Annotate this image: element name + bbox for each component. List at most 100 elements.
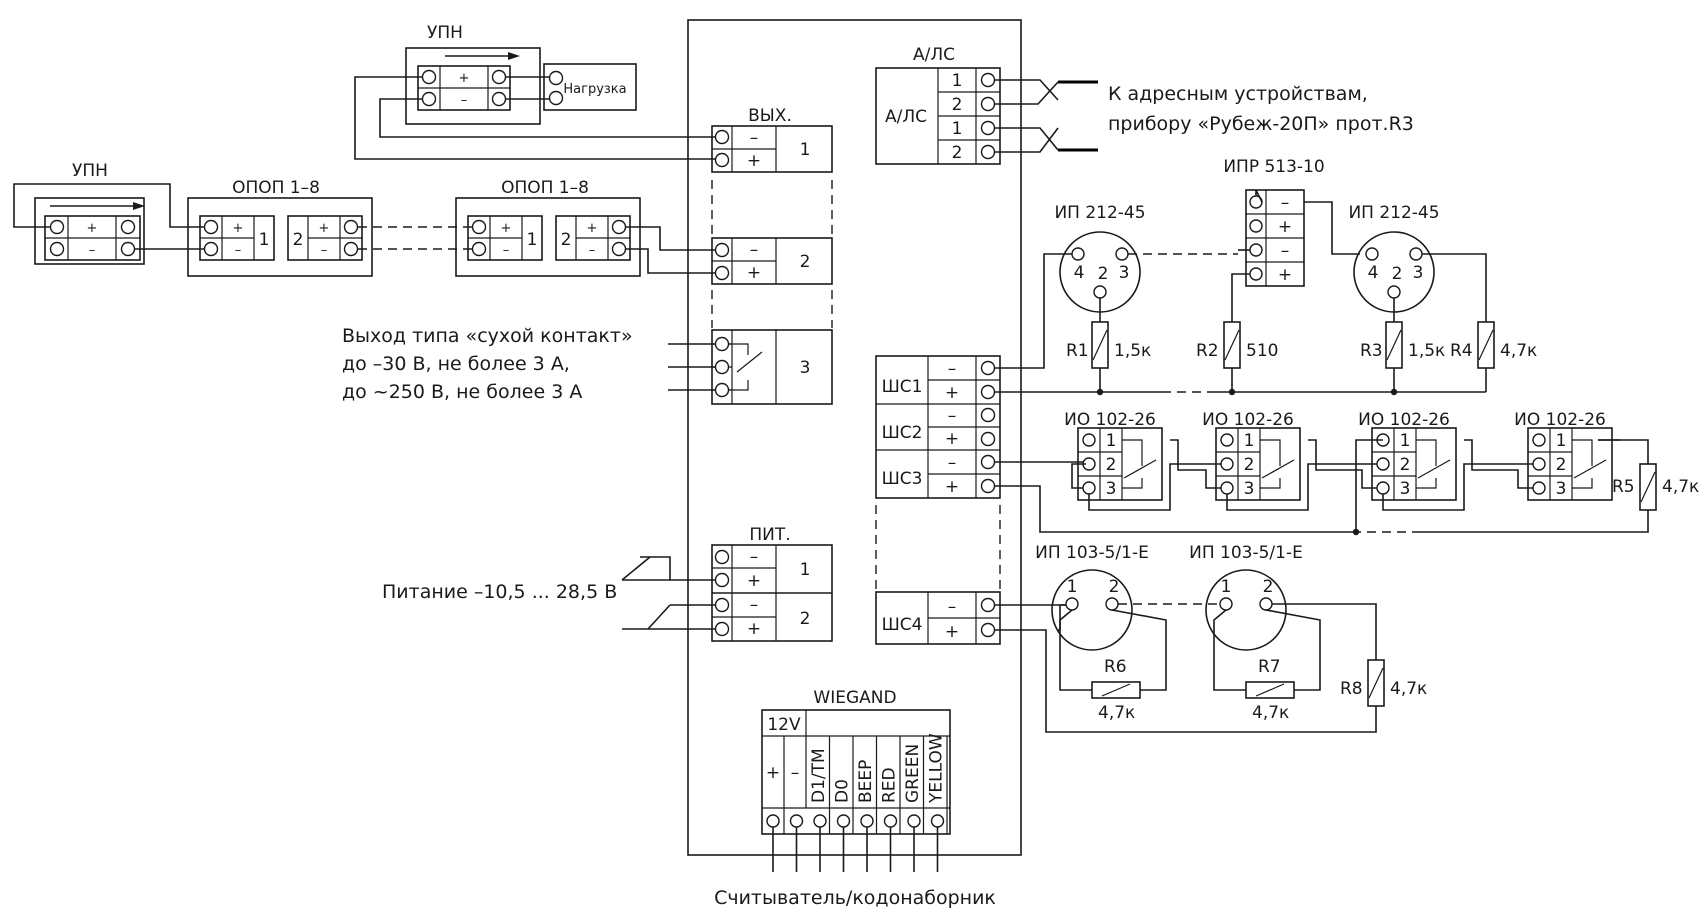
io102-title-4: ИО 102-26 [1514,410,1606,430]
dry-contact-line2: до –30 В, не более 3 А, [342,353,570,375]
shs3-minus: – [948,453,957,473]
io102-2-p2: 2 [1244,455,1255,475]
upn-top-minus: – [461,93,468,108]
wiegand-pin-beep: BEEP [856,760,876,803]
r2-label: R2 [1196,341,1219,361]
wiegand-title: WIEGAND [813,688,896,708]
dry-contact-line3: до ~250 В, не более 3 А [342,381,582,403]
pit-block: ПИТ. – + – + 1 2 [711,525,833,642]
shs3-label: ШС3 [882,469,923,489]
vyh-block: ВЫХ. – + 1 – + 2 3 [711,106,833,405]
upn-top: УПН + – [405,23,541,125]
upn-left: УПН + – [34,161,145,265]
io102-title-2: ИО 102-26 [1202,410,1294,430]
ipr-plus-1: + [1278,217,1292,237]
upn-left-minus: – [89,243,96,258]
pit-n1: 1 [800,560,811,580]
shs1-label: ШС1 [882,377,923,397]
shs2-plus: + [945,429,959,449]
io102-1-p2: 2 [1106,455,1117,475]
shs4-minus: – [948,597,957,617]
opop1-minus-a: – [235,243,242,258]
main-device-body [687,19,1022,856]
reader-label: Считыватель/кодонаборник [714,887,996,909]
shs1-plus: + [945,383,959,403]
ipr-minus-1: – [1281,193,1290,213]
wiegand-pin-red: RED [879,767,899,803]
als-n3: 1 [952,119,963,139]
ipr-minus-2: – [1281,241,1290,261]
io102-1-p3: 3 [1106,479,1117,499]
opop-1: ОПОП 1–8 + – 1 2 + – [187,178,373,277]
io102-4-p3: 3 [1556,479,1567,499]
load-block: Нагрузка [543,63,637,111]
ip103b-p2: 2 [1263,577,1274,597]
ip212b-title: ИП 212-45 [1348,203,1439,223]
pit1-plus: + [747,571,761,591]
io102-4-p2: 2 [1556,455,1567,475]
als-n1: 1 [952,71,963,91]
vyh2-minus: – [750,240,759,260]
als-block: А/ЛС А/ЛС 1 2 1 2 [875,45,1001,165]
opop-2: ОПОП 1–8 + – 1 2 + – [455,178,641,277]
ip212a-p4: 4 [1074,263,1085,283]
r7-label: R7 [1258,657,1281,677]
ip212a-p3: 3 [1119,263,1130,283]
ip103a-p2: 2 [1109,577,1120,597]
wiegand-pin-green: GREEN [903,744,923,803]
wiegand-minus: – [791,763,800,783]
wiegand-pin-yellow: YELLOW [926,733,946,804]
r6-label: R6 [1104,657,1127,677]
opop2-plus-a: + [501,221,512,236]
pit2-plus: + [747,619,761,639]
shs2-minus: – [948,406,957,426]
r2-value: 510 [1246,341,1278,361]
pit2-minus: – [750,595,759,615]
shs4-label: ШС4 [882,615,923,635]
ip103a-p1: 1 [1067,577,1078,597]
ip212b-p2: 2 [1392,264,1403,284]
opop2-title: ОПОП 1–8 [501,178,589,198]
ip212b-p3: 3 [1413,263,1424,283]
als-title: А/ЛС [913,45,955,65]
shs3-plus: + [945,477,959,497]
opop1-n1: 1 [259,230,270,250]
ip103-a: ИП 103-5/1-Е 1 2 [1035,543,1149,651]
r7-value: 4,7к [1252,703,1289,723]
opop2-n2: 2 [561,230,572,250]
vyh1-plus: + [747,151,761,171]
io102-3-p1: 1 [1400,431,1411,451]
io102-3-p2: 2 [1400,455,1411,475]
pit-title: ПИТ. [749,525,790,545]
opop1-plus-b: + [319,221,330,236]
r1-label: R1 [1066,341,1089,361]
ip103b-title: ИП 103-5/1-Е [1189,543,1303,563]
shs-block: ШС1 ШС2 ШС3 – + – + – + [875,355,1001,499]
io102-2-p3: 3 [1244,479,1255,499]
upn-left-plus: + [87,221,98,236]
opop1-title: ОПОП 1–8 [232,178,320,198]
io102-title-3: ИО 102-26 [1358,410,1450,430]
vyh1-minus: – [750,128,759,148]
address-line1: К адресным устройствам, [1108,83,1368,105]
pit-n2: 2 [800,609,811,629]
vyh2-plus: + [747,263,761,283]
address-line2: прибору «Рубеж-20П» прот.R3 [1108,113,1414,135]
r8-value: 4,7к [1390,679,1427,699]
ipr-title: ИПР 513-10 [1223,157,1324,177]
pit1-minus: – [750,547,759,567]
io102-3-p3: 3 [1400,479,1411,499]
r6-value: 4,7к [1098,703,1135,723]
opop1-minus-b: – [321,243,328,258]
ip103b-p1: 1 [1221,577,1232,597]
shs4-block: ШС4 – + [875,591,1001,645]
ip212-b: ИП 212-45 4 2 3 [1348,203,1440,313]
r8-label: R8 [1340,679,1363,699]
opop2-minus-a: – [503,243,510,258]
